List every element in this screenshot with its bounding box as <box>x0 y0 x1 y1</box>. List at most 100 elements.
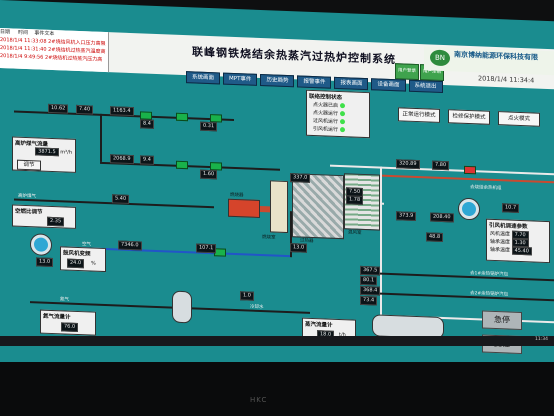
interlock-item-label: 过风机运行 <box>313 118 339 125</box>
reading-7: 9.4 <box>140 155 154 165</box>
reading-24: 73.4 <box>360 295 378 306</box>
air-fuel-value: 2.35 <box>47 216 65 227</box>
mode-ignition-button[interactable]: 点火模式 <box>498 111 540 127</box>
water-label: 冷却水 <box>250 304 264 311</box>
steam-pipe-red <box>380 174 554 184</box>
reading-6: 2068.9 <box>110 154 134 165</box>
reading-1: 10.62 <box>48 103 69 114</box>
company-name: 南京博纳能源环保科技有限 <box>454 49 538 62</box>
company-logo: BN <box>430 49 450 67</box>
alarm-col-text: 事件文本 <box>34 30 55 38</box>
reading-26: 10.7 <box>502 203 520 213</box>
alarm-date: 2018/1/4 <box>0 37 23 44</box>
monitor-bezel <box>0 362 554 416</box>
reading-22: 80.1 <box>360 275 378 286</box>
burner <box>228 198 260 218</box>
taskbar-clock: 11:34 <box>535 337 548 342</box>
interlock-item-label: 点火器运行 <box>313 110 339 117</box>
water-tank <box>172 290 192 324</box>
water-pipe-2 <box>380 292 554 302</box>
alarm-text: 2#烧结机过热蒸汽压力高 <box>44 54 103 63</box>
menu-device[interactable]: 设备画面 <box>371 78 406 92</box>
alarm-date: 2018/1/4 <box>0 45 23 52</box>
scada-screen: 日期 时间 事件文本 2018/1/4 11:33:08 2#烧结风机入口压力高… <box>0 0 554 384</box>
reading-20: 1.78 <box>346 195 364 205</box>
reading-25: 13.0 <box>36 257 54 268</box>
reading-11: 107.1 <box>196 243 217 254</box>
gas-pipe-riser <box>100 113 102 162</box>
reading-23: 368.4 <box>360 285 381 296</box>
burner-label: 燃烧器 <box>230 192 244 199</box>
air-fuel-panel: 空燃比调节 2.35 <box>12 204 76 229</box>
valve-steam[interactable] <box>464 165 476 175</box>
reading-27: 1.0 <box>240 291 254 301</box>
status-led-icon <box>340 103 346 109</box>
reading-21: 367.5 <box>360 265 381 276</box>
gas-main-label: 高炉煤气 <box>18 193 36 200</box>
status-led-icon <box>340 127 346 133</box>
fan-param-label: 轴承温度 <box>490 238 511 246</box>
alarm-col-date: 日期 <box>0 29 11 36</box>
fan-param-value: 45.40 <box>511 246 532 256</box>
menu-report[interactable]: 报表画面 <box>334 76 369 91</box>
blower-title: 鼓风机变频 <box>63 250 91 258</box>
interlock-item-label: 引风机运行 <box>313 126 339 133</box>
menu-exit[interactable]: 系统退出 <box>408 79 443 93</box>
menu-alarm[interactable]: 报警事件 <box>297 75 332 89</box>
nitrogen-flow-panel: 氮气流量计 76.0 <box>40 309 96 336</box>
mode-maintenance-button[interactable]: 检修保护模式 <box>448 109 490 125</box>
emergency-stop-button[interactable]: 急停 <box>482 310 522 331</box>
fan-param-label: 风机温度 <box>490 230 511 238</box>
status-led-icon <box>340 119 346 125</box>
alarm-time: 11:33:08 <box>24 37 47 45</box>
reading-15: 7.80 <box>432 160 450 171</box>
alarm-time: 9:49:56 <box>24 53 44 61</box>
nitrogen-flow-title: 氮气流量计 <box>43 313 71 321</box>
mixing-label: 混风室 <box>348 230 362 236</box>
alarm-list: 日期 时间 事件文本 2018/1/4 11:33:08 2#烧结风机入口压力高… <box>0 28 109 73</box>
company-banner: BN 南京博纳能源环保科技有限 <box>424 46 554 76</box>
reading-5: 0.31 <box>200 121 218 132</box>
reading-17: 208.40 <box>430 212 454 223</box>
induced-fan[interactable] <box>458 197 480 221</box>
steam-flow-title: 蒸汽流量计 <box>305 321 333 329</box>
induced-fan-panel: 引风机调速参数 风机温度 7.70 轴承温度 1.30 轴承温度 45.40 <box>486 218 550 264</box>
menu-history[interactable]: 历史趋势 <box>260 74 295 88</box>
menu-system[interactable]: 系统画面 <box>186 71 221 85</box>
gas-flow-value: 3871.5 <box>35 147 59 157</box>
reading-12: 13.0 <box>290 243 308 253</box>
reading-2: 7.40 <box>76 104 94 115</box>
mode-normal-button[interactable]: 正常运行模式 <box>398 107 440 123</box>
interlock-item-label: 点火器已启 <box>313 102 339 109</box>
alarm-date: 2018/1/4 <box>0 53 23 60</box>
reading-10: 7346.0 <box>118 240 142 251</box>
water-pipe-1 <box>380 272 554 282</box>
reading-18: 48.8 <box>426 232 444 243</box>
reading-13: 337.0 <box>290 173 311 183</box>
interlock-item: 引风机运行 <box>313 125 369 135</box>
to-sinter-label: 去烧结余热机组 <box>470 185 502 192</box>
reading-4: 8.4 <box>140 119 154 129</box>
gas-flow-panel: 高炉煤气流量 3871.5 m³/h 调节 <box>12 136 76 173</box>
fan-param-label: 轴承温度 <box>490 246 511 254</box>
blower-value[interactable]: 24.0 <box>67 258 85 269</box>
menu-mpt[interactable]: MPT事件 <box>223 72 258 86</box>
reading-16: 373.9 <box>396 211 417 221</box>
taskbar: 11:34 <box>0 336 554 346</box>
gas-adjust-button[interactable]: 调节 <box>17 159 41 171</box>
blower-panel: 鼓风机变频 24.0 % <box>60 246 106 273</box>
blower-fan[interactable] <box>30 233 52 256</box>
alarm-time: 11:31:40 <box>24 45 47 53</box>
interlock-panel: 联络控制状态 点火器已启 点火器运行 过风机运行 引风机运行 <box>306 89 370 139</box>
reading-14: 320.89 <box>396 159 420 170</box>
alarm-col-time: 时间 <box>17 29 28 37</box>
valve-gas-4[interactable] <box>176 160 188 170</box>
status-led-icon <box>340 111 346 117</box>
superheater <box>292 173 344 240</box>
nitrogen-label: 氮气 <box>60 297 69 303</box>
nitrogen-flow-value: 76.0 <box>61 322 79 333</box>
reading-9: 5.40 <box>112 194 130 204</box>
monitor-brand: HKC <box>250 396 268 404</box>
valve-gas-2[interactable] <box>176 112 188 122</box>
fan-param-row: 轴承温度 45.40 <box>490 246 549 256</box>
